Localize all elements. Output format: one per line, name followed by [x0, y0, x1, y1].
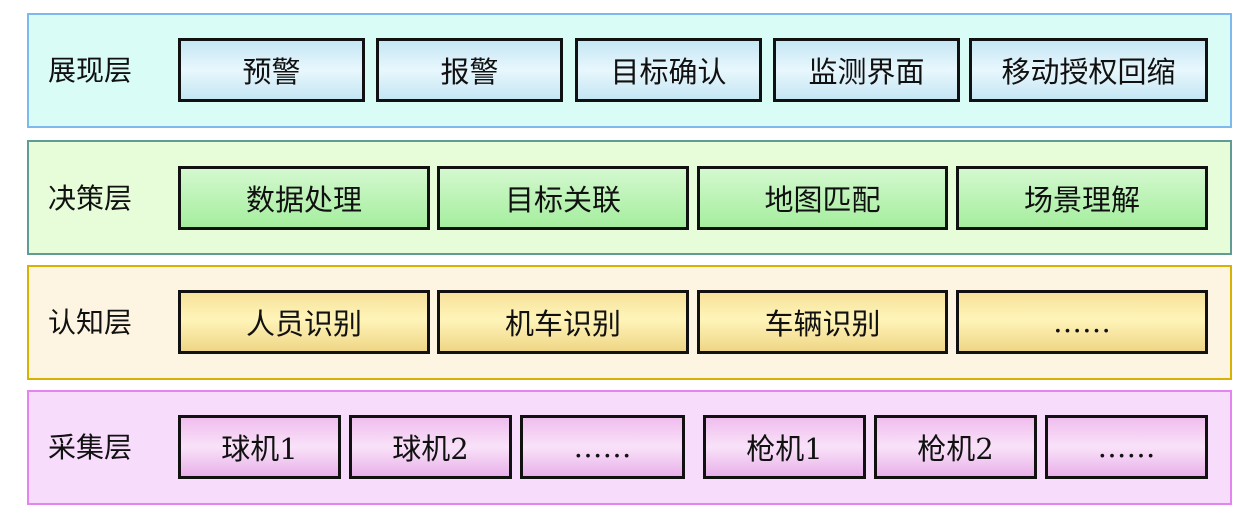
module-box: 枪机1: [703, 415, 866, 479]
layer-label: 采集层: [48, 431, 133, 464]
module-box: 场景理解: [956, 166, 1208, 230]
module-box: 球机1: [178, 415, 341, 479]
module-box: 目标关联: [437, 166, 689, 230]
module-box: 数据处理: [178, 166, 430, 230]
module-box: 监测界面: [773, 38, 960, 102]
module-box: 目标确认: [575, 38, 762, 102]
module-box: 车辆识别: [697, 290, 948, 354]
module-box: 枪机2: [874, 415, 1037, 479]
layer-label: 认知层: [48, 306, 133, 339]
module-box: 预警: [178, 38, 365, 102]
module-box: 球机2: [349, 415, 512, 479]
module-box: ……: [1045, 415, 1208, 479]
module-box: 机车识别: [437, 290, 689, 354]
layer-label: 展现层: [48, 54, 133, 87]
module-box: 人员识别: [178, 290, 430, 354]
module-box: 地图匹配: [697, 166, 948, 230]
module-box: 报警: [376, 38, 563, 102]
module-box: ……: [520, 415, 685, 479]
layer-label: 决策层: [48, 182, 133, 215]
module-box: 移动授权回缩: [969, 38, 1208, 102]
module-box: ……: [956, 290, 1208, 354]
